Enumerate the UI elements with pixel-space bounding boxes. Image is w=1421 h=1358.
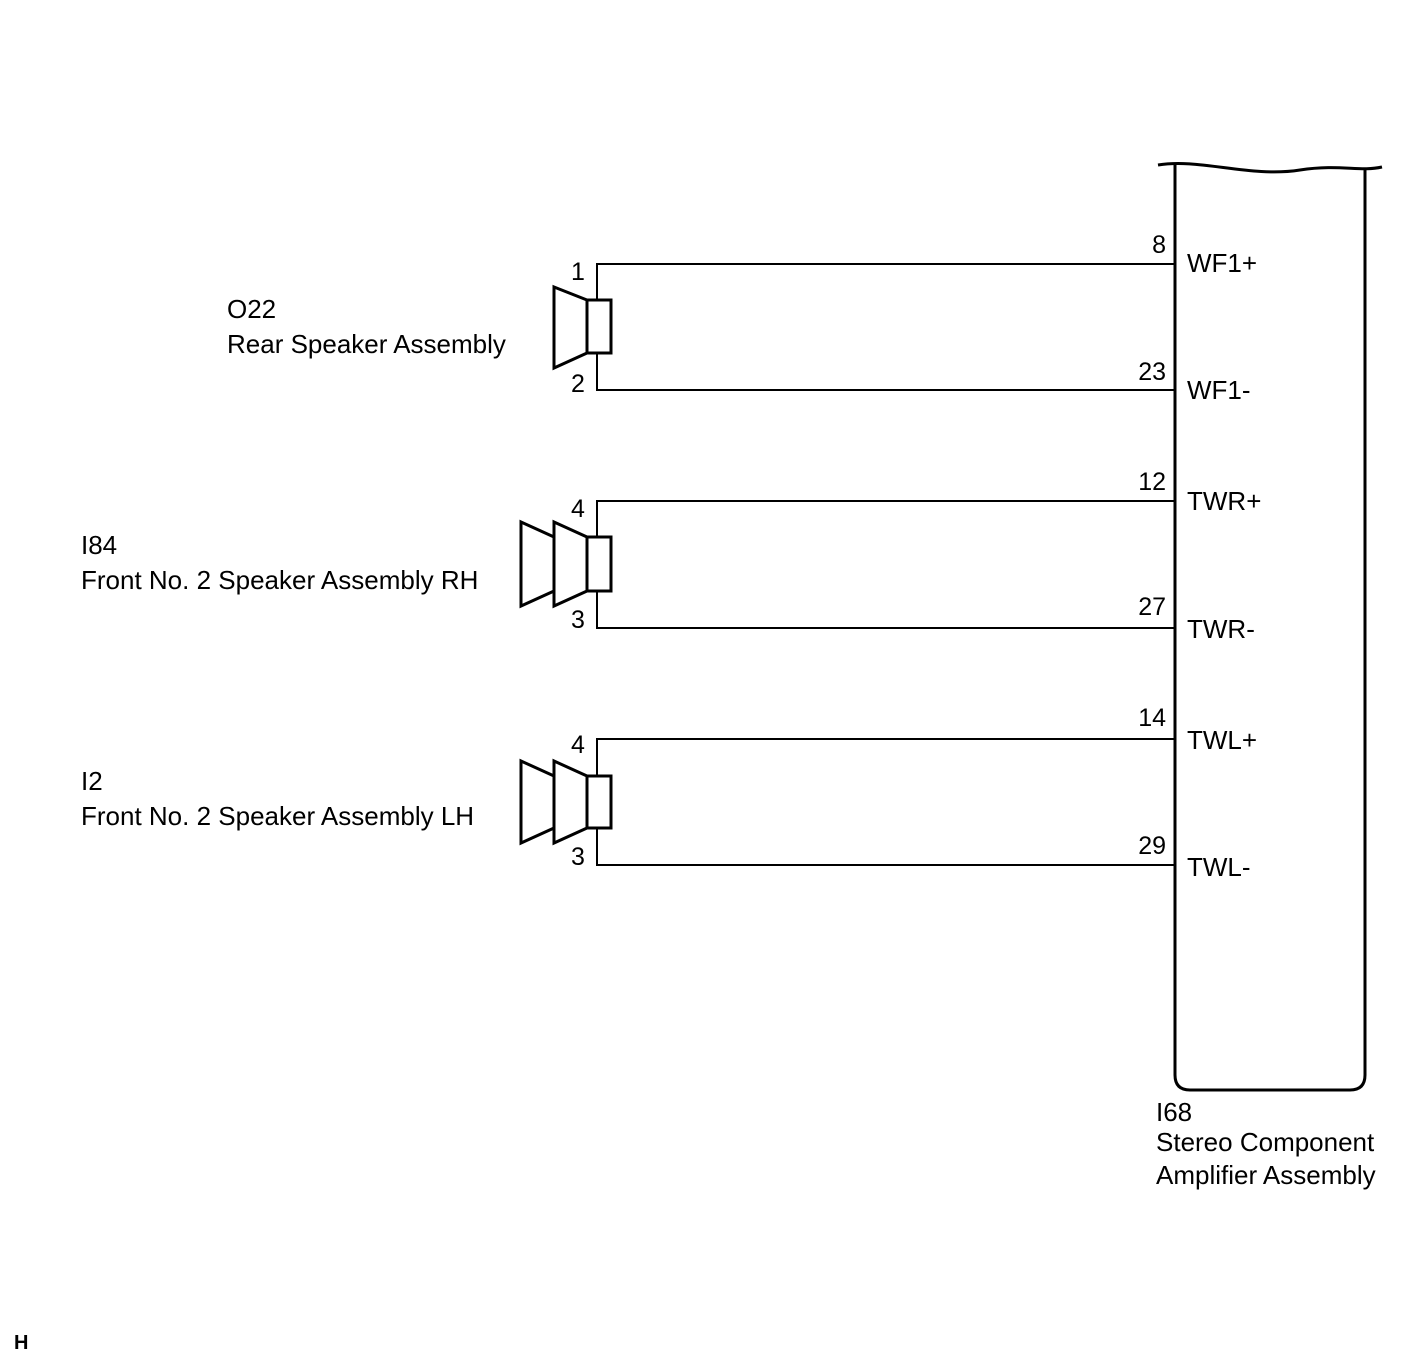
amp-signal-name: WF1+ — [1187, 248, 1257, 278]
i84-pin-top: 4 — [571, 495, 585, 523]
wire-twl-minus — [596, 828, 1175, 866]
o22-code: O22 — [227, 294, 276, 324]
amp-pin-number: 12 — [1138, 468, 1166, 496]
amp-pin-number: 29 — [1138, 832, 1166, 860]
amp-signal-name: TWR- — [1187, 614, 1255, 644]
i2-pin-top: 4 — [571, 731, 585, 759]
i84-pin-bottom: 3 — [571, 606, 585, 634]
wire-twr-minus — [596, 591, 1175, 629]
wire-wf1-plus — [596, 263, 1175, 300]
wire-twl-plus — [596, 738, 1175, 776]
o22-name: Rear Speaker Assembly — [227, 329, 506, 359]
amp-pin-number: 27 — [1138, 593, 1166, 621]
front-rh-speaker-symbol — [519, 519, 613, 609]
amplifier-name-line2: Amplifier Assembly — [1156, 1160, 1376, 1190]
front-lh-speaker-symbol — [519, 758, 613, 846]
i84-name: Front No. 2 Speaker Assembly RH — [81, 565, 478, 595]
amp-pin-number: 23 — [1138, 358, 1166, 386]
amp-signal-name: TWL+ — [1187, 725, 1257, 755]
amplifier-name-line1: Stereo Component — [1156, 1127, 1375, 1157]
rear-speaker-symbol — [552, 284, 613, 371]
i84-code: I84 — [81, 530, 117, 560]
i2-code: I2 — [81, 766, 103, 796]
amp-signal-name: WF1- — [1187, 375, 1251, 405]
i2-pin-bottom: 3 — [571, 843, 585, 871]
amplifier-code: I68 — [1156, 1097, 1192, 1127]
amplifier-body — [1157, 161, 1383, 1092]
amp-signal-name: TWR+ — [1187, 486, 1261, 516]
amp-pin-number: 14 — [1138, 704, 1166, 732]
amp-pin-number: 8 — [1152, 231, 1166, 259]
wire-twr-plus — [596, 500, 1175, 537]
i2-name: Front No. 2 Speaker Assembly LH — [81, 801, 474, 831]
amp-signal-name: TWL- — [1187, 852, 1251, 882]
o22-pin-bottom: 2 — [571, 370, 585, 398]
o22-pin-top: 1 — [571, 258, 585, 286]
footer-mark: H — [14, 1332, 28, 1354]
wire-wf1-minus — [596, 353, 1175, 391]
